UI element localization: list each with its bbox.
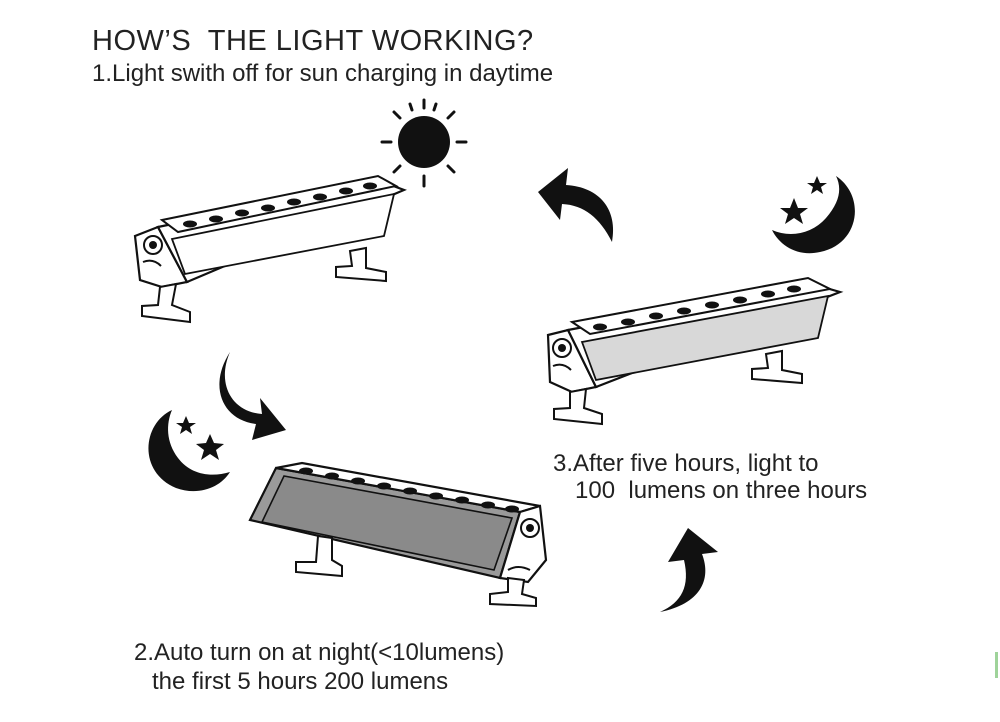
curved-arrow-icon <box>660 528 718 612</box>
curved-arrow-icon <box>538 168 614 242</box>
edge-mark <box>995 652 998 678</box>
step-1-caption: 1.Light swith off for sun charging in da… <box>92 60 554 87</box>
light-bar-icon <box>546 276 844 426</box>
light-bar-icon <box>248 461 548 608</box>
sun-icon <box>380 98 468 188</box>
step-2-caption-line-1: 2.Auto turn on at night(<10lumens) <box>134 639 505 666</box>
curved-arrow-icon <box>219 352 286 440</box>
light-bar-icon <box>133 174 407 324</box>
step-2-caption-line-2: the first 5 hours 200 lumens <box>152 668 449 695</box>
moon-stars-icon <box>148 410 230 492</box>
step-3-caption-line-2: 100 lumens on three hours <box>575 477 868 504</box>
moon-stars-icon <box>772 176 855 254</box>
step-3-caption-line-1: 3.After five hours, light to <box>553 450 819 477</box>
diagram-title: HOW’S THE LIGHT WORKING? <box>92 25 534 57</box>
